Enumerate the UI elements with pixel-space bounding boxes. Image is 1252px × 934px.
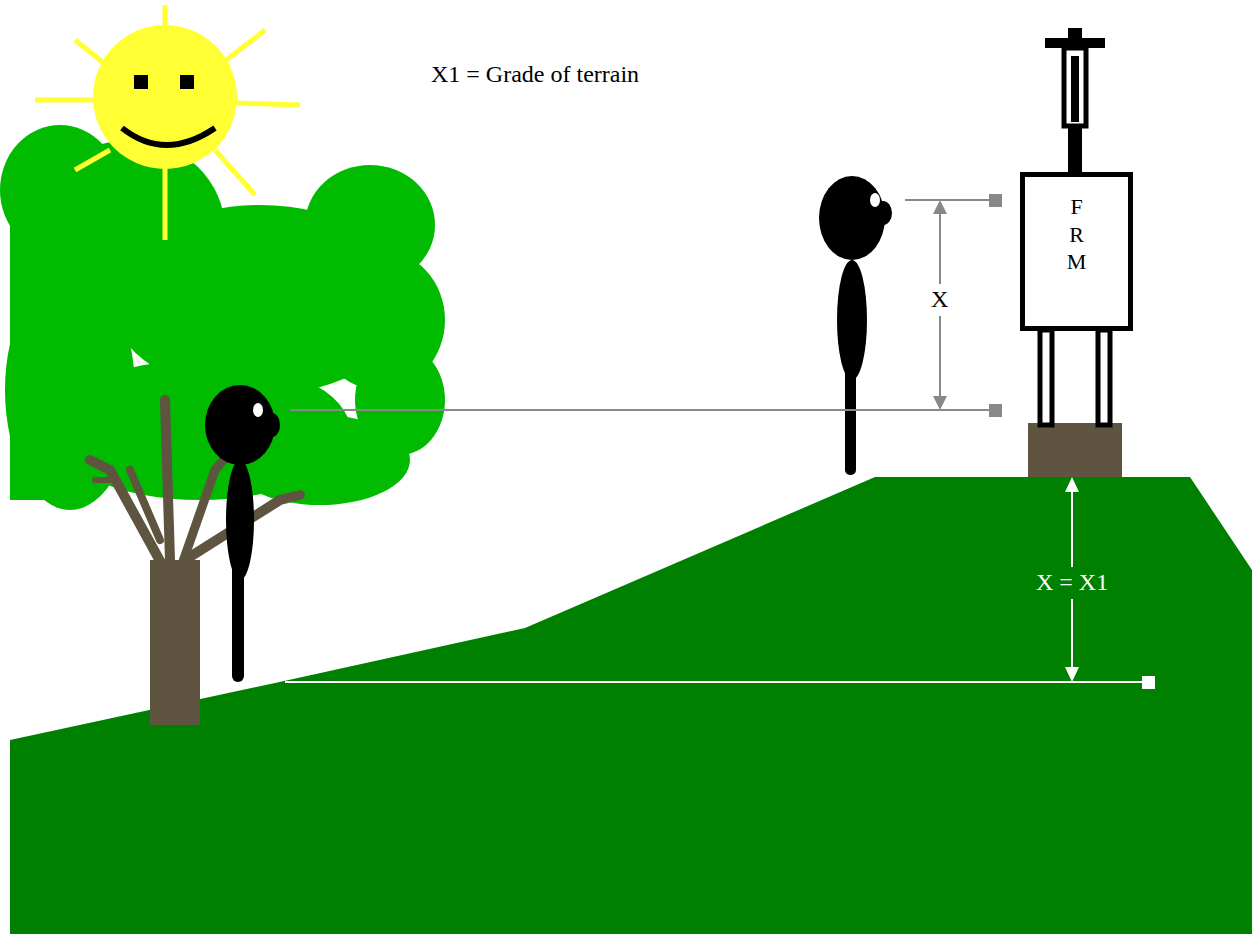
person-right bbox=[819, 176, 892, 475]
person-left bbox=[205, 385, 280, 682]
hill-ground bbox=[10, 477, 1252, 934]
tree-trunk bbox=[90, 400, 300, 725]
eye bbox=[253, 403, 263, 417]
monitor-box: F R M bbox=[1020, 172, 1133, 331]
sun bbox=[35, 5, 300, 240]
eye bbox=[870, 193, 880, 207]
monitor-label: F R M bbox=[1066, 193, 1088, 276]
dimension-label: X = X1 bbox=[1032, 567, 1112, 599]
dimension-label: X bbox=[927, 284, 952, 316]
title-note: X1 = Grade of terrain bbox=[427, 59, 643, 91]
tree-foliage bbox=[0, 125, 445, 510]
